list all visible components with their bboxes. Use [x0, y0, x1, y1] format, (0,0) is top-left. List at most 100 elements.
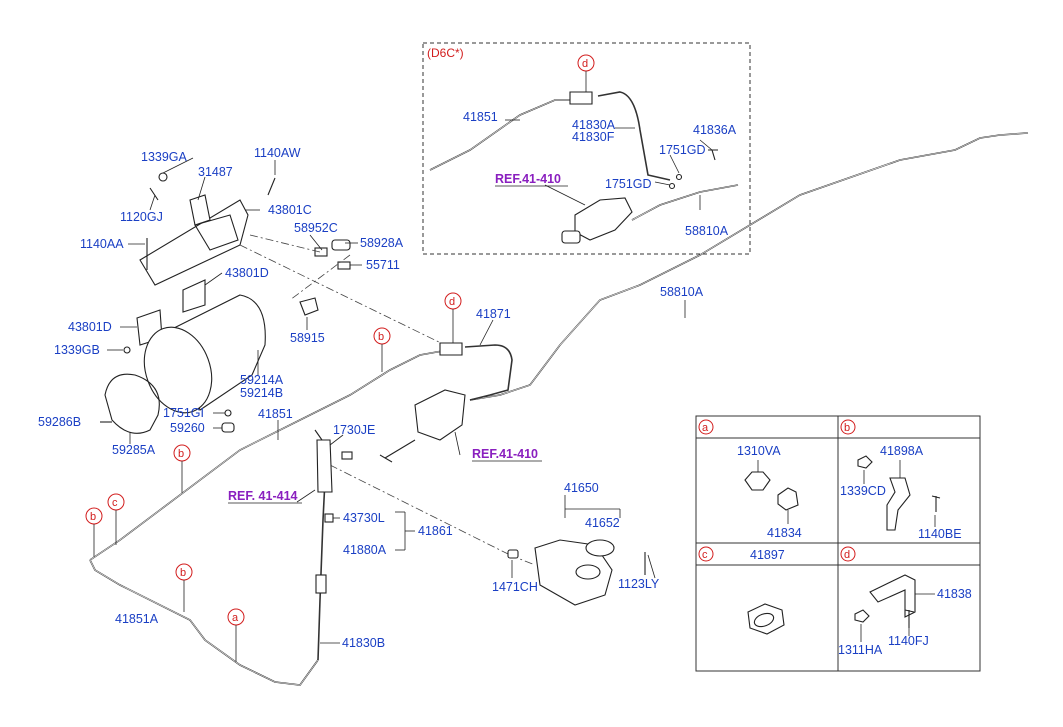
inset-marker-d-letter: d [582, 58, 588, 70]
ref-41-410: REF.41-410 [472, 447, 538, 461]
nut-1311ha-icon [854, 609, 870, 623]
label-41861: 41861 [418, 524, 453, 538]
legend-label-1140fj: 1140FJ [888, 634, 929, 648]
label-41650: 41650 [564, 481, 599, 495]
inset-bolt-41836a [708, 149, 718, 161]
label-1751gi: 1751GI [163, 406, 204, 420]
inset-label-41830f: 41830F [572, 130, 615, 144]
label-41830b: 41830B [342, 636, 385, 650]
marker-b-1: b [373, 327, 391, 372]
marker-c-1: c [107, 493, 125, 545]
inset-label-1751gd-a: 1751GD [659, 143, 706, 157]
legend-letter-d: d [844, 549, 850, 561]
inset-label-1751gd-b: 1751GD [605, 177, 652, 191]
clip-41898a-icon [886, 477, 911, 531]
marker-b-4: b [175, 563, 193, 612]
inset-d6c: (D6C*) d 41851 41830A 41830F 41836A 17 [422, 42, 751, 255]
ref-41-414: REF. 41-414 [228, 489, 298, 503]
plug-55711 [337, 261, 351, 270]
fitting-41834-icon [777, 487, 799, 511]
grommet-41897-icon [747, 603, 785, 635]
gasket-1751gi [224, 409, 232, 417]
hose-fitting-41880a [315, 574, 327, 594]
svg-text:b: b [178, 448, 184, 460]
bolt-1120gj [149, 187, 159, 201]
clutch-master-cylinder [414, 389, 466, 441]
label-59285a: 59285A [112, 443, 156, 457]
marker-a-1: a [227, 608, 245, 662]
legend-letter-c: c [702, 549, 708, 561]
label-43801c: 43801C [268, 203, 312, 217]
label-58952c: 58952C [294, 221, 338, 235]
inset-gasket-a [675, 173, 683, 181]
legend-label-41898a: 41898A [880, 444, 924, 458]
legend-table: a 1310VA 41834 b 41898A 1339CD 1140BE c [695, 415, 981, 672]
pushrod-1730je [314, 429, 323, 441]
label-1471ch: 1471CH [492, 580, 538, 594]
label-59286b: 59286B [38, 415, 81, 429]
inset-gasket-b [668, 182, 676, 190]
inset-frame [422, 42, 751, 255]
legend-cell-c: c 41897 [698, 546, 785, 635]
legend-letter-b: b [844, 422, 850, 434]
bracket-d-main [439, 342, 463, 356]
label-55711: 55711 [366, 258, 400, 272]
legend-letter-a: a [702, 422, 709, 434]
marker-d-1: d [444, 292, 462, 343]
bracket-43801c [139, 199, 249, 286]
svg-text:b: b [90, 511, 96, 523]
inset-variant-label: (D6C*) [427, 46, 464, 60]
legend-label-41834: 41834 [767, 526, 802, 540]
legend-label-1311ha: 1311HA [838, 643, 883, 657]
nut-1471ch [507, 549, 519, 559]
reservoir-41650 [534, 539, 613, 606]
label-41652: 41652 [585, 516, 620, 530]
legend-cell-a: a 1310VA 41834 [698, 419, 802, 540]
svg-text:d: d [449, 296, 455, 308]
label-58810a: 58810A [660, 285, 704, 299]
label-59214a: 59214A [240, 373, 284, 387]
inset-label-58810a: 58810A [685, 224, 729, 238]
label-1140aa: 1140AA [80, 237, 124, 251]
svg-text:b: b [180, 567, 186, 579]
inset-clevis [561, 230, 581, 244]
label-1120gj: 1120GJ [120, 210, 163, 224]
slave-cylinder-41861 [316, 439, 333, 493]
inset-label-41836a: 41836A [693, 123, 737, 137]
fitting-58952c [314, 247, 328, 257]
label-43801d-b: 43801D [68, 320, 112, 334]
bolt-1140be-icon [931, 495, 941, 512]
legend-label-41897: 41897 [750, 548, 785, 562]
label-59214b: 59214B [240, 386, 283, 400]
label-41880a: 41880A [343, 543, 387, 557]
label-1123ly: 1123LY [618, 577, 660, 591]
inset-bracket [569, 91, 593, 105]
bolt-1730je [341, 451, 353, 460]
legend-cell-b: b 41898A 1339CD 1140BE [840, 419, 962, 541]
label-43730l: 43730L [343, 511, 385, 525]
label-1730je: 1730JE [333, 423, 375, 437]
legend-cell-d: d 41838 1311HA 1140FJ [838, 546, 972, 657]
label-43801d-a: 43801D [225, 266, 269, 280]
bracket-43801d-upper [182, 279, 206, 313]
strap-59285a [104, 373, 160, 434]
inset-label-41830a: 41830A [572, 118, 616, 132]
label-41851a: 41851A [115, 612, 159, 626]
clip-31487 [189, 194, 211, 226]
label-58928a: 58928A [360, 236, 404, 250]
hose-41830b [317, 479, 326, 661]
nut-1339gb [123, 346, 131, 354]
legend-label-41838: 41838 [937, 587, 972, 601]
label-41851: 41851 [258, 407, 293, 421]
svg-text:b: b [378, 331, 384, 343]
bolt-1140aw [267, 177, 276, 196]
svg-text:c: c [112, 497, 118, 509]
bracket-41838-icon [869, 574, 916, 618]
nut-1339ga [158, 172, 168, 182]
svg-text:a: a [232, 612, 239, 624]
label-59260: 59260 [170, 421, 205, 435]
legend-label-1140be: 1140BE [918, 527, 962, 541]
marker-b-3: b [85, 507, 103, 557]
valve-58915 [299, 297, 319, 316]
bracket-43801c-slot [194, 214, 239, 251]
